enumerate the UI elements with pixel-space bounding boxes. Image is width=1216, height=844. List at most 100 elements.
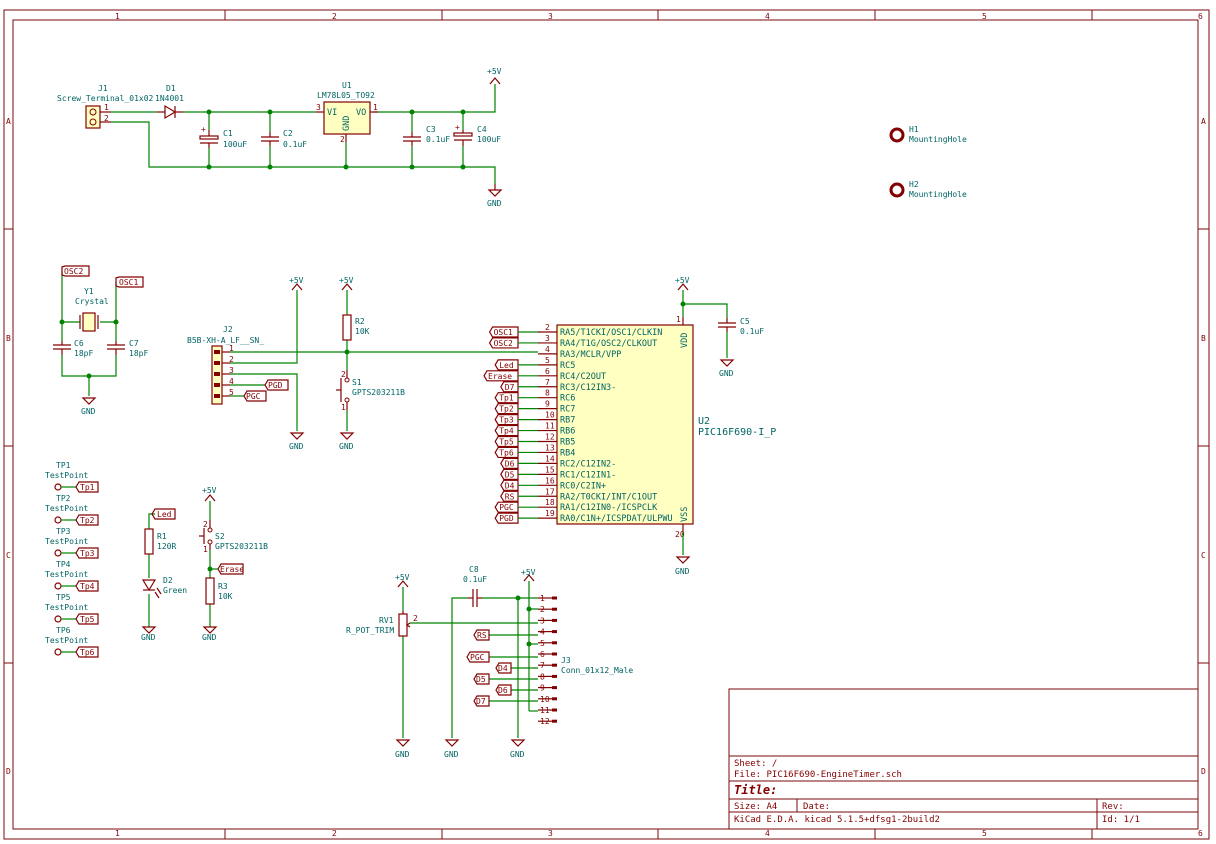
label-osc2-local: OSC2: [61, 265, 90, 277]
svg-text:2: 2: [341, 370, 346, 379]
row-label-b-left: B: [6, 334, 11, 343]
c8-ref: C8: [469, 565, 479, 574]
r2-vcc-symbol: +5V: [339, 276, 354, 291]
mcu-pin-number: 16: [545, 476, 555, 485]
mcu-pin-number: 5: [545, 356, 550, 365]
s1-ref: S1: [352, 378, 362, 387]
mcu-net-label: D6: [505, 459, 515, 468]
oscillator-section: OSC2 OSC1 Y1 Crystal C6 18pF C7 1: [53, 265, 148, 416]
svg-text:GND: GND: [395, 750, 410, 759]
mcu-pin-number: 4: [545, 345, 550, 354]
mcu-net-label: Erase: [488, 372, 512, 381]
svg-text:+5V: +5V: [395, 573, 410, 582]
power-gnd-label: GND: [487, 199, 502, 208]
tb-tool: KiCad E.D.A. kicad 5.1.5+dfsg1-2build2: [734, 815, 940, 825]
col-label-1-bottom: 1: [115, 829, 120, 838]
mcu-net-label: D4: [505, 481, 515, 490]
erase-gnd-symbol: GND: [202, 626, 218, 642]
power-vcc-symbol: +5V: [487, 67, 502, 85]
lcd-section: +5V 2 RV1 R_POT_TRIM GND C8 0.1uF GND: [346, 565, 633, 759]
tb-rev: Rev:: [1102, 802, 1124, 812]
mcu-pin-name: RC5: [560, 361, 575, 371]
j1-value: Screw_Terminal_01x02: [57, 94, 154, 103]
d1-value: 1N4001: [155, 94, 184, 103]
col-label-6-bottom: 6: [1198, 829, 1203, 838]
r3-resistor: R3 10K: [205, 577, 233, 605]
testpoint-label: Tp6: [80, 648, 95, 657]
svg-text:+5V: +5V: [521, 568, 536, 577]
j3-pin-number: 1: [540, 594, 545, 603]
c4-capacitor: + C4 100uF: [453, 123, 501, 146]
svg-text:+5V: +5V: [675, 276, 690, 285]
u2-value: PIC16F690-I_P: [698, 427, 776, 438]
j3-pin-1: 1: [538, 594, 557, 603]
testpoint-circle: [54, 648, 62, 656]
j3-pin-9: 9: [538, 684, 557, 693]
mcu-pin-name: RA3/MCLR/VPP: [560, 350, 621, 360]
mcu-pin-name: RA1/C12IN0-/ICSPCLK: [560, 503, 658, 513]
testpoint-ref: TP5: [56, 593, 71, 602]
s1-switch: 2 1 S1 GPTS203211B: [336, 370, 405, 412]
svg-text:1: 1: [229, 344, 234, 353]
mcu-pin-number: 6: [545, 367, 550, 376]
row-label-a-right: A: [1201, 117, 1206, 126]
mcu-pin-name: RA0/C1N+/ICSPDAT/ULPWU: [560, 514, 673, 524]
mcu-pin-group: 2RA5/T1CKI/OSC1/CLKINOSC13RA4/T1G/OSC2/C…: [483, 323, 673, 524]
row-label-c-left: C: [6, 551, 11, 560]
lcd-label-d5: D5: [473, 673, 490, 685]
mcu-pin-name: RB7: [560, 416, 575, 426]
u2-ref: U2: [698, 416, 710, 427]
s1-gnd-symbol: GND: [339, 432, 355, 451]
mcu-pin-name: RB4: [560, 448, 575, 458]
mcu-pin-number: 15: [545, 465, 555, 474]
testpoint-ref: TP6: [56, 626, 71, 635]
svg-text:D6: D6: [498, 686, 508, 695]
col-label-1-top: 1: [115, 12, 120, 21]
u1-pin1: 1: [373, 103, 378, 112]
j3-ref: J3: [561, 656, 571, 665]
c2-value: 0.1uF: [283, 140, 307, 149]
s1-value: GPTS203211B: [352, 388, 405, 397]
mcu-pin-number: 8: [545, 389, 550, 398]
testpoint-value: TestPoint: [45, 570, 89, 579]
d2-ref: D2: [163, 576, 173, 585]
mcu-net-label: Tp6: [499, 448, 514, 457]
d2-value: Green: [163, 586, 187, 595]
col-label-3-bottom: 3: [548, 829, 553, 838]
rv1-trimpot: 2 RV1 R_POT_TRIM: [346, 611, 418, 637]
c2-capacitor: C2 0.1uF: [261, 129, 307, 149]
erase-vcc-symbol: +5V: [202, 486, 217, 502]
testpoint-ref: TP2: [56, 494, 71, 503]
j3-pin-number: 9: [540, 684, 545, 693]
tb-title: Title:: [734, 783, 777, 797]
power-vcc-label: +5V: [487, 67, 502, 76]
mcu-pin-name: RA2/T0CKI/INT/C1OUT: [560, 492, 657, 502]
testpoint-circle: [54, 549, 62, 557]
lcd-label-d7: D7: [473, 695, 490, 707]
svg-text:1: 1: [203, 545, 208, 554]
row-label-d-right: D: [1201, 767, 1206, 776]
mcu-pin-name: RC3/C12IN3-: [560, 383, 616, 393]
mcu-pin-name: RC6: [560, 394, 575, 404]
c1-value: 100uF: [223, 140, 247, 149]
j3-pin-number: 2: [540, 605, 545, 614]
testpoint-label-box: [75, 613, 99, 625]
testpoint-value: TestPoint: [45, 636, 89, 645]
testpoint-label: Tp5: [80, 615, 95, 624]
u1-ref: U1: [342, 81, 352, 90]
testpoint-section: Tp1TP1TestPointTp2TP2TestPointTp3TP3Test…: [45, 461, 99, 658]
c6-capacitor: C6 18pF: [53, 339, 93, 358]
svg-text:Erase: Erase: [220, 565, 244, 574]
h2-value: MountingHole: [909, 190, 967, 199]
label-pgc-local: PGC: [243, 390, 267, 402]
lcd-vcc-symbol: +5V: [521, 568, 536, 582]
j2-value: B5B-XH-A_LF__SN_: [187, 336, 264, 345]
junctions-power: [206, 109, 466, 170]
testpoint-ref: TP4: [56, 560, 71, 569]
